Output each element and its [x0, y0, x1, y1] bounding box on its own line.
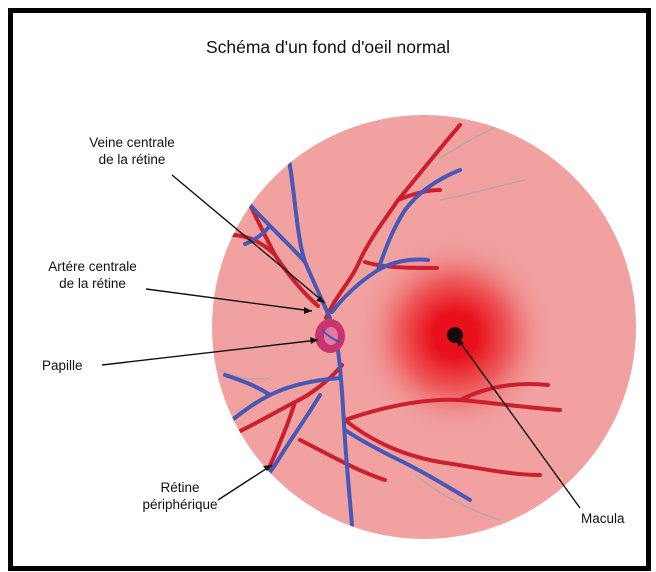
label-retine-peripherique: Rétine périphérique	[130, 479, 230, 513]
label-veine-centrale: Veine centrale de la rétine	[72, 134, 192, 168]
label-artere-centrale: Artére centrale de la rétine	[30, 258, 155, 292]
label-macula: Macula	[581, 510, 625, 527]
label-papille: Papille	[42, 357, 83, 374]
